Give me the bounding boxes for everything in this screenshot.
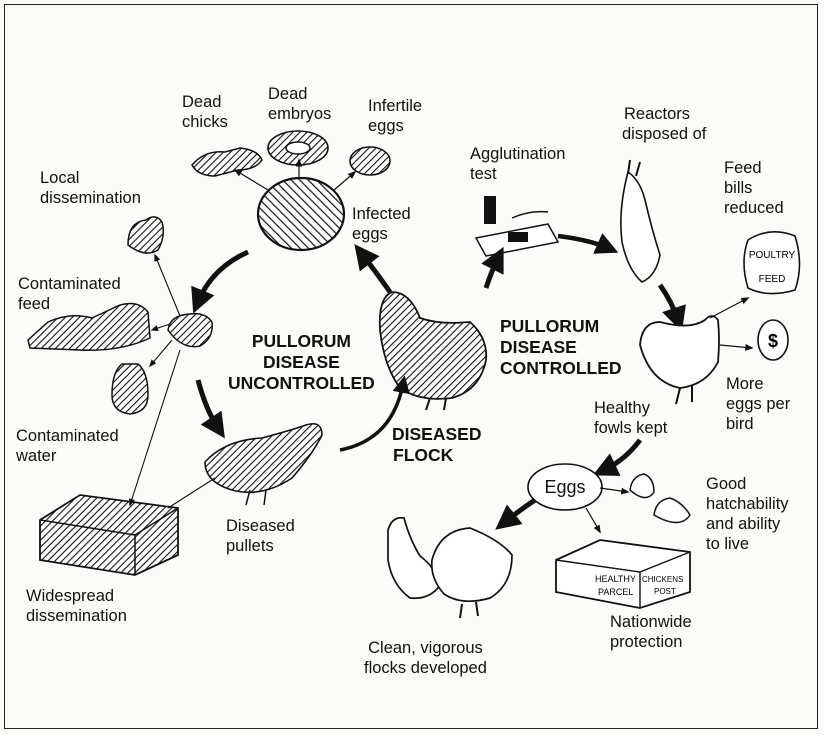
healthy-chicks-icon: [630, 474, 690, 523]
dead-chick-icon: [192, 148, 262, 176]
contaminated-water-icon: [112, 364, 148, 414]
local-dissemination-chick-icon: [128, 217, 163, 253]
dead-embryo-icon: [268, 131, 328, 165]
infected-egg-icon: [258, 178, 344, 250]
parcel-healthy-text: HEALTHY: [595, 574, 636, 584]
shipping-crate-icon: [40, 495, 178, 575]
test-kit-icon: [476, 196, 558, 256]
parcel-post-text: POST: [654, 587, 676, 596]
diseased-hen-icon: [380, 292, 486, 410]
chick-source-icon: [168, 314, 212, 347]
poultry-sack-text: POULTRY: [749, 250, 796, 261]
infertile-egg-icon: [350, 147, 390, 175]
reactor-bird-icon: [621, 160, 660, 282]
chick-parcel-icon: HEALTHY CHICKENS PARCEL POST: [556, 540, 690, 608]
money-bag-icon: $: [758, 320, 788, 360]
label-eggs: Eggs: [530, 466, 600, 508]
clean-hen-icon: [432, 528, 512, 618]
feed-sack-icon: POULTRY FEED: [744, 232, 800, 294]
parcel-parcel-text: PARCEL: [598, 587, 633, 597]
dollar-sign: $: [768, 331, 778, 351]
feed-sack-text: FEED: [759, 274, 786, 285]
diseased-pullet-icon: [205, 424, 322, 505]
healthy-hen-icon: [640, 316, 719, 404]
parcel-chicken-text: CHICKENS: [642, 575, 683, 584]
